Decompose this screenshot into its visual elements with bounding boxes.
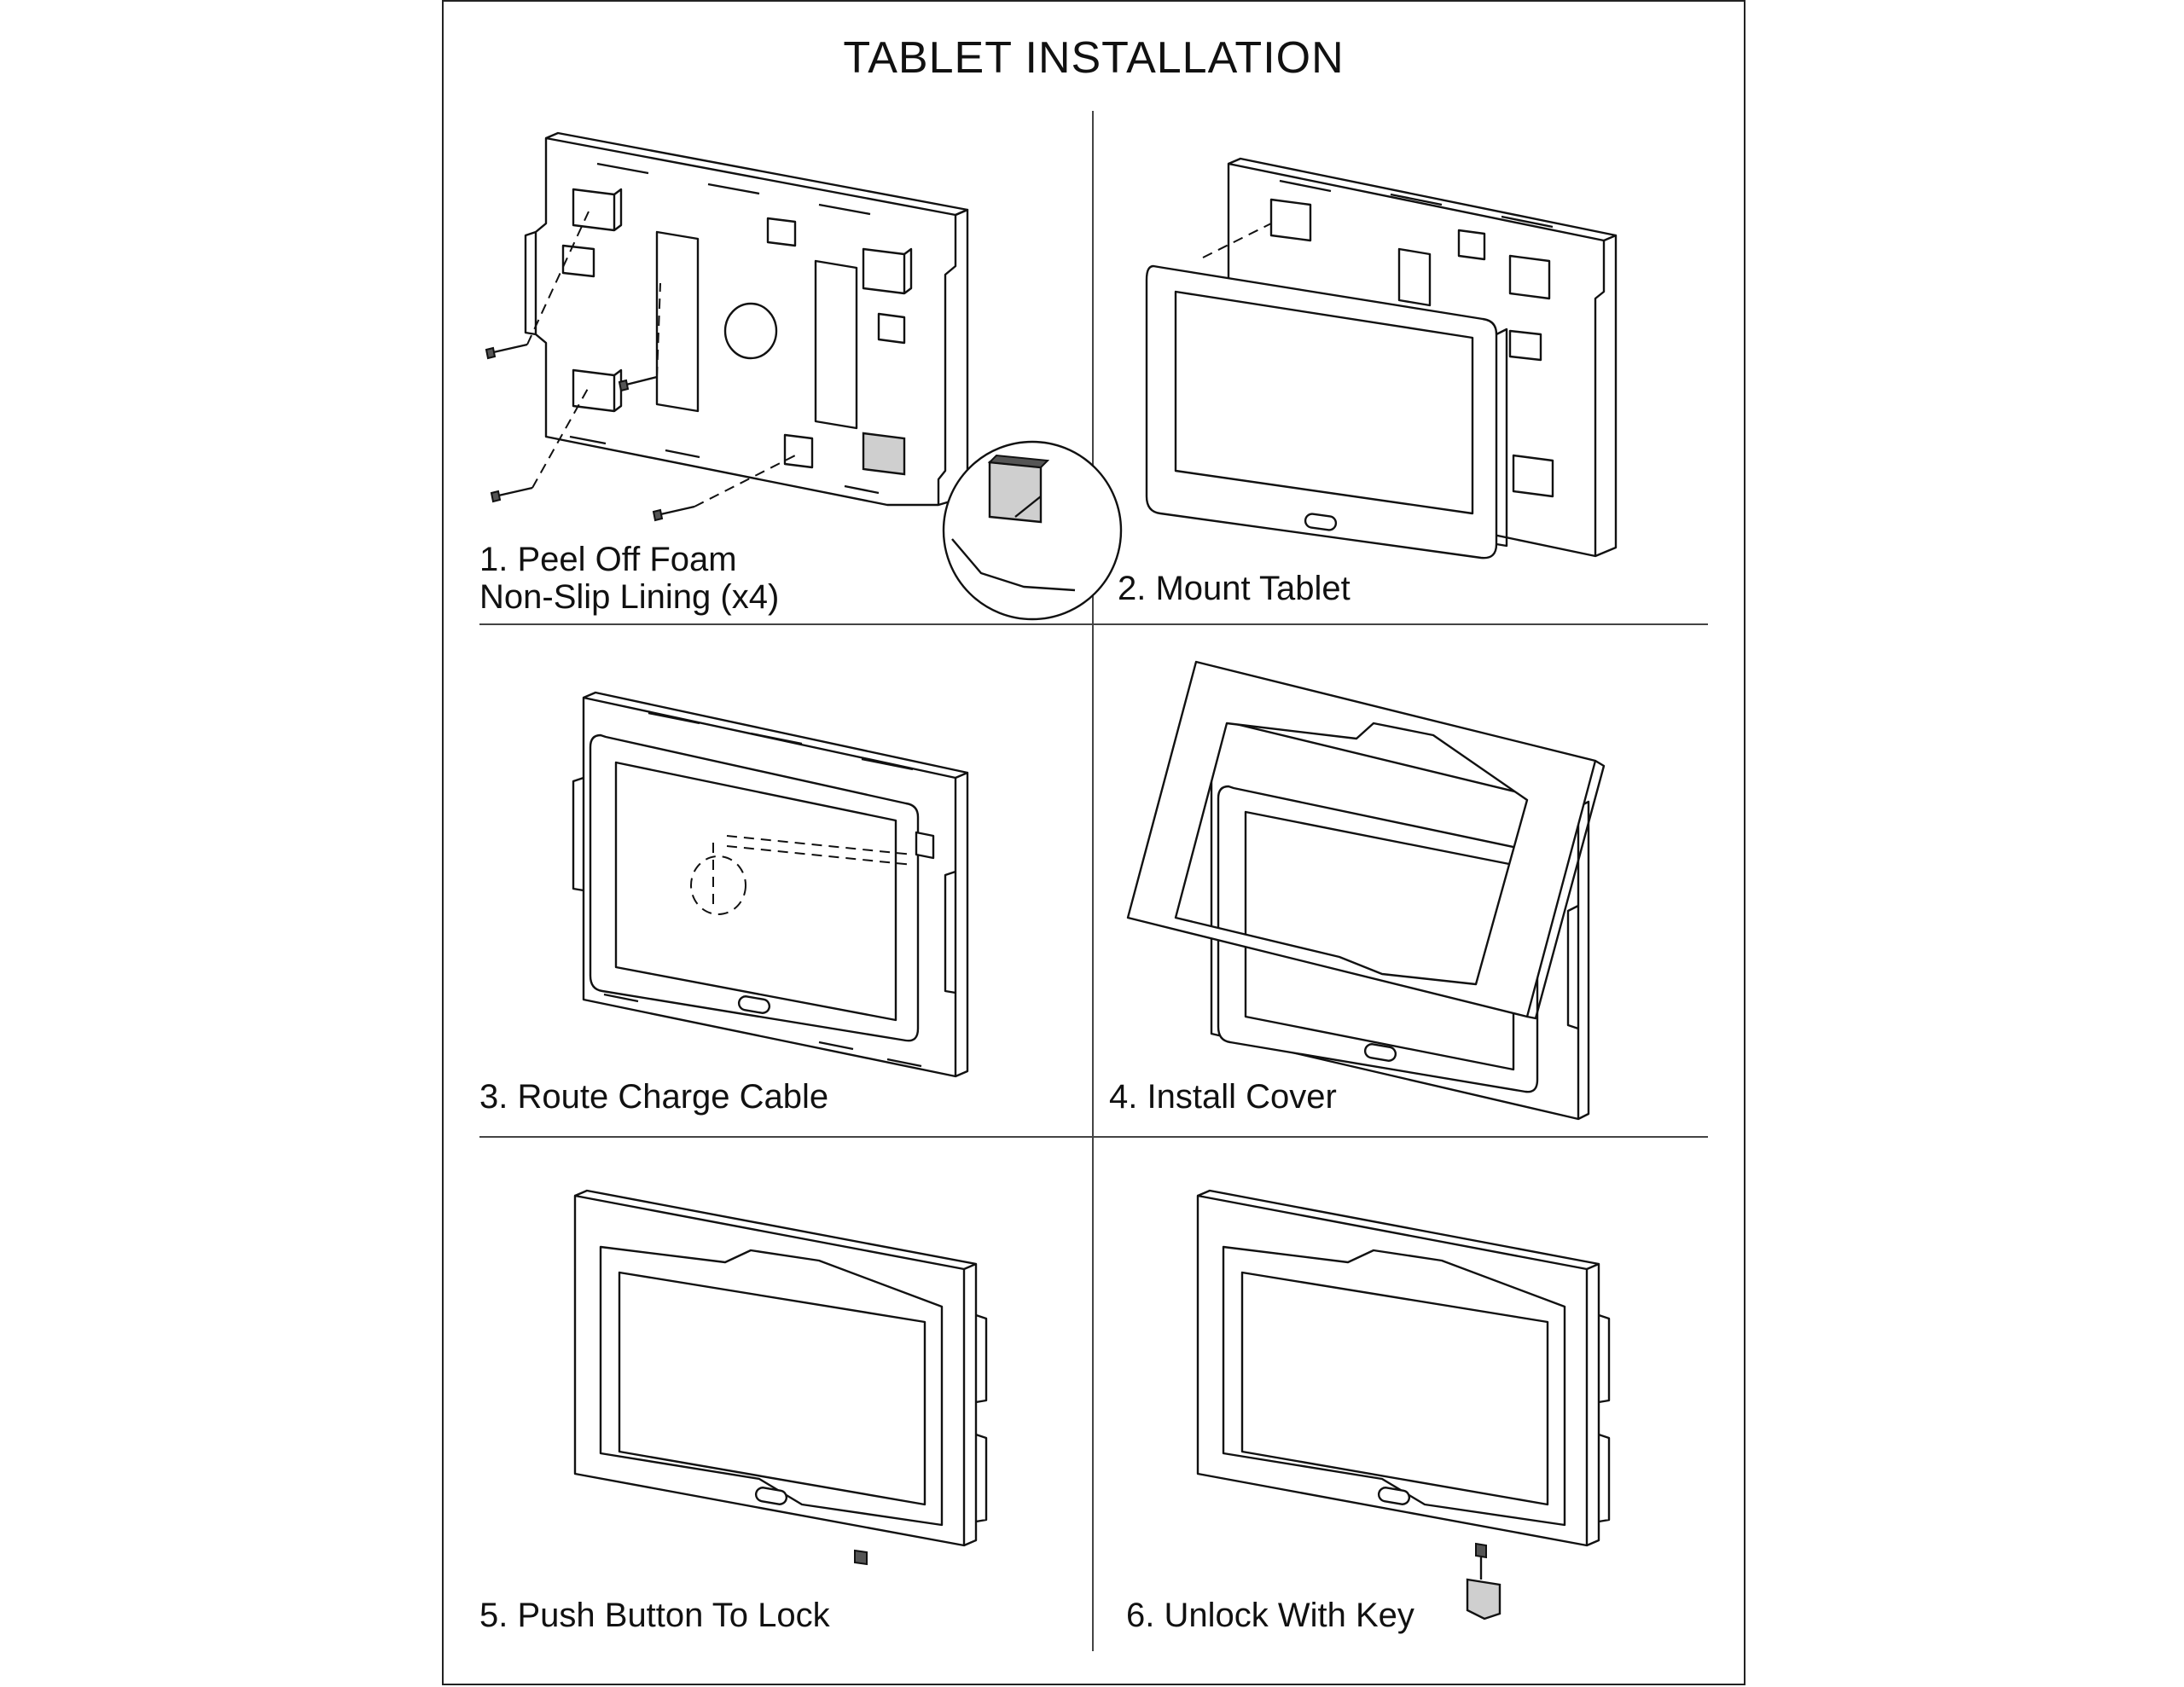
step-5-caption: 5. Push Button To Lock bbox=[479, 1597, 830, 1634]
step-2-illustration bbox=[1135, 155, 1732, 599]
step-4-illustration bbox=[1118, 650, 1715, 1128]
step-3-illustration bbox=[495, 650, 1092, 1093]
column-divider bbox=[1092, 111, 1094, 1651]
step-4-caption: 4. Install Cover bbox=[1109, 1078, 1337, 1116]
step-3-caption: 3. Route Charge Cable bbox=[479, 1078, 829, 1116]
step-6-illustration bbox=[1135, 1179, 1681, 1622]
step-6-caption: 6. Unlock With Key bbox=[1126, 1597, 1414, 1634]
step-5-illustration bbox=[512, 1179, 1058, 1605]
row-divider-2 bbox=[479, 1136, 1708, 1138]
row-divider-1 bbox=[479, 623, 1708, 625]
instruction-sheet: TABLET INSTALLATION bbox=[442, 0, 1745, 1685]
step-1-illustration bbox=[478, 130, 1109, 624]
step-1-caption: 1. Peel Off Foam Non-Slip Lining (x4) bbox=[479, 541, 780, 616]
step-2-caption: 2. Mount Tablet bbox=[1118, 570, 1350, 607]
page-title: TABLET INSTALLATION bbox=[843, 33, 1345, 83]
